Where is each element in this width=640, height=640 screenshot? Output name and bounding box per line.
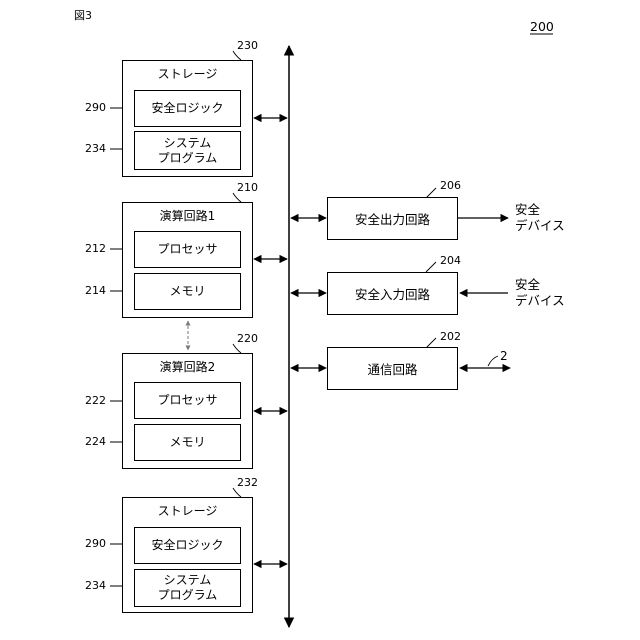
safety-input-circuit-block: 安全入力回路 (327, 272, 458, 315)
ref-leader-2 (488, 356, 498, 366)
ref-leader-210 (233, 193, 241, 202)
memory-ref-2: 224 (85, 436, 106, 448)
arith2-title: 演算回路2 (123, 360, 252, 374)
system-program-line2: プログラム (158, 151, 218, 166)
arith1-title: 演算回路1 (123, 209, 252, 223)
storage-top-block: ストレージ 安全ロジック システム プログラム (122, 60, 253, 177)
communication-label: 通信回路 (367, 359, 417, 378)
safety-logic-ref-bottom: 290 (85, 538, 106, 550)
arith2-memory: メモリ (134, 424, 241, 461)
processor-label: プロセッサ (157, 242, 217, 257)
arith2-ref: 220 (237, 333, 258, 345)
storage-top-title: ストレージ (123, 67, 252, 81)
safety-output-circuit-block: 安全出力回路 (327, 197, 458, 240)
safety-input-label: 安全入力回路 (355, 284, 430, 303)
memory-ref-1: 214 (85, 285, 106, 297)
storage-bottom-block: ストレージ 安全ロジック システム プログラム (122, 497, 253, 613)
processor-ref-1: 212 (85, 243, 106, 255)
memory-label: メモリ (169, 284, 205, 299)
ref-leader-220 (233, 344, 241, 353)
storage-top-safety-logic: 安全ロジック (134, 90, 241, 127)
safety-output-label: 安全出力回路 (355, 209, 430, 228)
communication-circuit-block: 通信回路 (327, 347, 458, 390)
ref-leader-230 (233, 51, 241, 60)
storage-bottom-safety-logic: 安全ロジック (134, 527, 241, 564)
system-program-line1: システム (164, 573, 212, 588)
safety-input-ref: 204 (440, 255, 461, 267)
safety-output-ref: 206 (440, 180, 461, 192)
memory-label: メモリ (169, 435, 205, 450)
safety-input-device-line1: 安全 (515, 277, 540, 292)
system-program-line2: プログラム (158, 588, 218, 603)
system-program-ref-bottom: 234 (85, 580, 106, 592)
arithmetic-circuit-1-block: 演算回路1 プロセッサ メモリ (122, 202, 253, 318)
storage-bottom-title: ストレージ (123, 504, 252, 518)
system-ref: 200 (530, 19, 554, 34)
arithmetic-circuit-2-block: 演算回路2 プロセッサ メモリ (122, 353, 253, 469)
communication-ref: 202 (440, 331, 461, 343)
communication-target-ref: 2 (500, 350, 508, 362)
safety-output-device-line1: 安全 (515, 202, 540, 217)
storage-bottom-ref: 232 (237, 477, 258, 489)
safety-logic-label: 安全ロジック (151, 101, 223, 116)
storage-top-system-program: システム プログラム (134, 131, 241, 170)
arith1-ref: 210 (237, 182, 258, 194)
safety-logic-label: 安全ロジック (151, 538, 223, 553)
arith1-processor: プロセッサ (134, 231, 241, 268)
ref-leader-232 (233, 488, 241, 497)
storage-bottom-system-program: システム プログラム (134, 569, 241, 607)
safety-input-device-line2: デバイス (515, 293, 565, 308)
safety-logic-ref-top: 290 (85, 102, 106, 114)
storage-top-ref: 230 (237, 40, 258, 52)
system-program-line1: システム (164, 136, 212, 151)
system-program-ref-top: 234 (85, 143, 106, 155)
figure-label: 図3 (74, 8, 92, 23)
safety-output-device-line2: デバイス (515, 218, 565, 233)
processor-label: プロセッサ (157, 393, 217, 408)
arith2-processor: プロセッサ (134, 382, 241, 419)
arith1-memory: メモリ (134, 273, 241, 310)
processor-ref-2: 222 (85, 395, 106, 407)
ref-leader-204 (426, 262, 436, 272)
